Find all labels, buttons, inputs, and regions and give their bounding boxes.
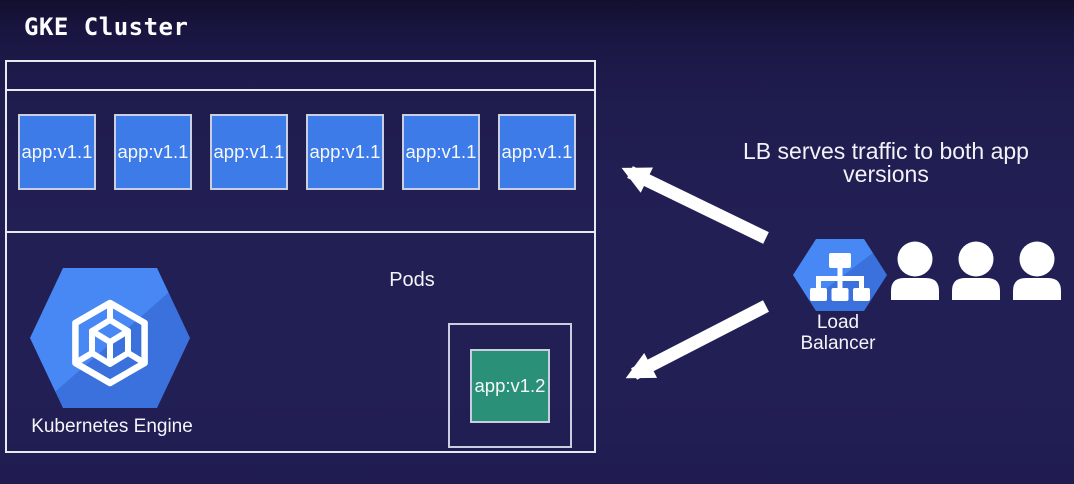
kubernetes-engine-icon	[30, 268, 190, 408]
pod-app-v1-2: app:v1.2	[470, 348, 550, 423]
page-title: GKE Cluster	[24, 13, 189, 41]
pods-label: Pods	[389, 269, 435, 291]
pod-app-v1-1: app:v1.1	[18, 114, 96, 190]
cluster-header-band	[7, 62, 594, 91]
user-icon	[891, 241, 939, 300]
users-group	[889, 238, 1063, 300]
user-icon	[1013, 241, 1061, 300]
pod-app-v1-1: app:v1.1	[210, 114, 288, 190]
pod-app-v1-1: app:v1.1	[402, 114, 480, 190]
load-balancer-label: Load Balancer	[800, 312, 876, 355]
load-balancer-icon	[793, 239, 887, 311]
cluster-body: Kubernetes Engine Pods app:v1.2	[7, 233, 594, 451]
canary-pod-boundary: app:v1.2	[448, 323, 572, 448]
pod-app-v1-1: app:v1.1	[114, 114, 192, 190]
user-icon	[952, 241, 1000, 300]
arrow-to-v1-2-pod	[625, 300, 769, 380]
pod-app-v1-1: app:v1.1	[306, 114, 384, 190]
pod-app-v1-1: app:v1.1	[498, 114, 576, 190]
lb-annotation-text: LB serves traffic to both app versions	[743, 138, 1029, 188]
kubernetes-engine-label: Kubernetes Engine	[31, 416, 193, 437]
